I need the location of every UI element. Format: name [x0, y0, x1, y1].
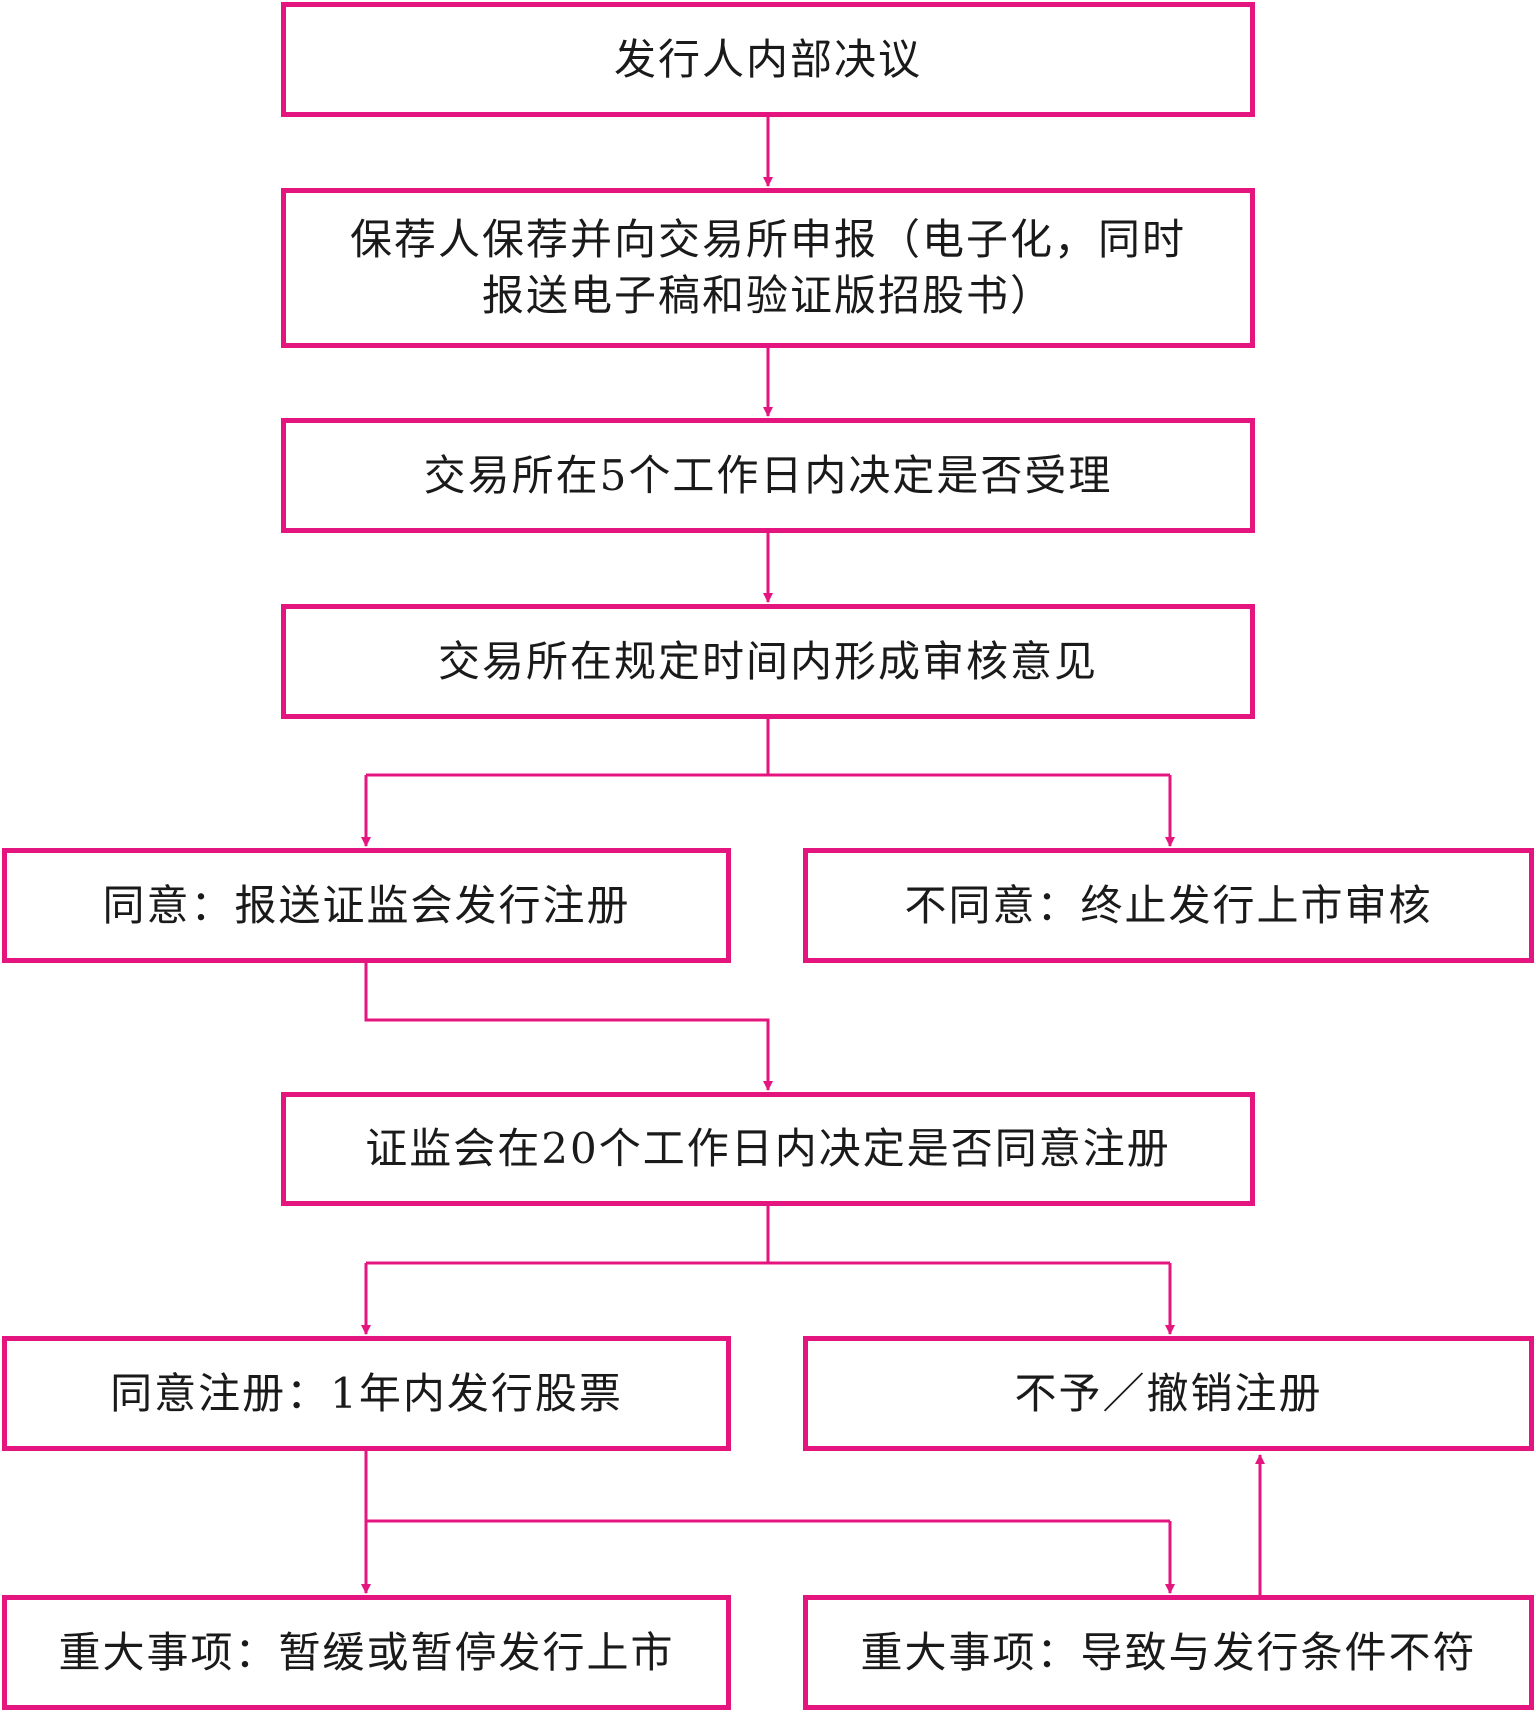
node-register-ok: 同意注册：1年内发行股票	[2, 1336, 731, 1451]
node-accept-label: 交易所在5个工作日内决定是否受理	[423, 450, 1113, 500]
node-nonconform-label: 重大事项：导致与发行条件不符	[860, 1627, 1477, 1677]
node-nonconform: 重大事项：导致与发行条件不符	[803, 1595, 1534, 1710]
arrow-agree-to-csrc	[364, 963, 773, 1091]
node-resolution-label: 发行人内部决议	[613, 34, 922, 84]
node-accept: 交易所在5个工作日内决定是否受理	[281, 418, 1255, 533]
node-disagree-label: 不同意：终止发行上市审核	[904, 880, 1433, 930]
node-csrc-label: 证监会在20个工作日内决定是否同意注册	[365, 1124, 1171, 1173]
node-register-no-label: 不予／撤销注册	[1014, 1368, 1323, 1418]
node-sponsor-label-line1: 保荐人保荐并向交易所申报（电子化，同时	[349, 215, 1186, 264]
node-resolution: 发行人内部决议	[281, 2, 1255, 117]
node-disagree: 不同意：终止发行上市审核	[803, 848, 1534, 963]
node-review-label: 交易所在规定时间内形成审核意见	[437, 636, 1098, 686]
node-agree: 同意：报送证监会发行注册	[2, 848, 731, 963]
node-suspend-label: 重大事项：暂缓或暂停发行上市	[58, 1627, 675, 1677]
node-sponsor: 保荐人保荐并向交易所申报（电子化，同时 报送电子稿和验证版招股书）	[281, 188, 1255, 348]
node-suspend: 重大事项：暂缓或暂停发行上市	[2, 1595, 731, 1710]
node-register-ok-label: 同意注册：1年内发行股票	[110, 1368, 623, 1418]
node-sponsor-label-line2: 报送电子稿和验证版招股书）	[481, 271, 1054, 320]
node-review: 交易所在规定时间内形成审核意见	[281, 604, 1255, 719]
node-register-no: 不予／撤销注册	[803, 1336, 1534, 1451]
node-agree-label: 同意：报送证监会发行注册	[102, 880, 631, 930]
node-csrc: 证监会在20个工作日内决定是否同意注册	[281, 1092, 1255, 1206]
